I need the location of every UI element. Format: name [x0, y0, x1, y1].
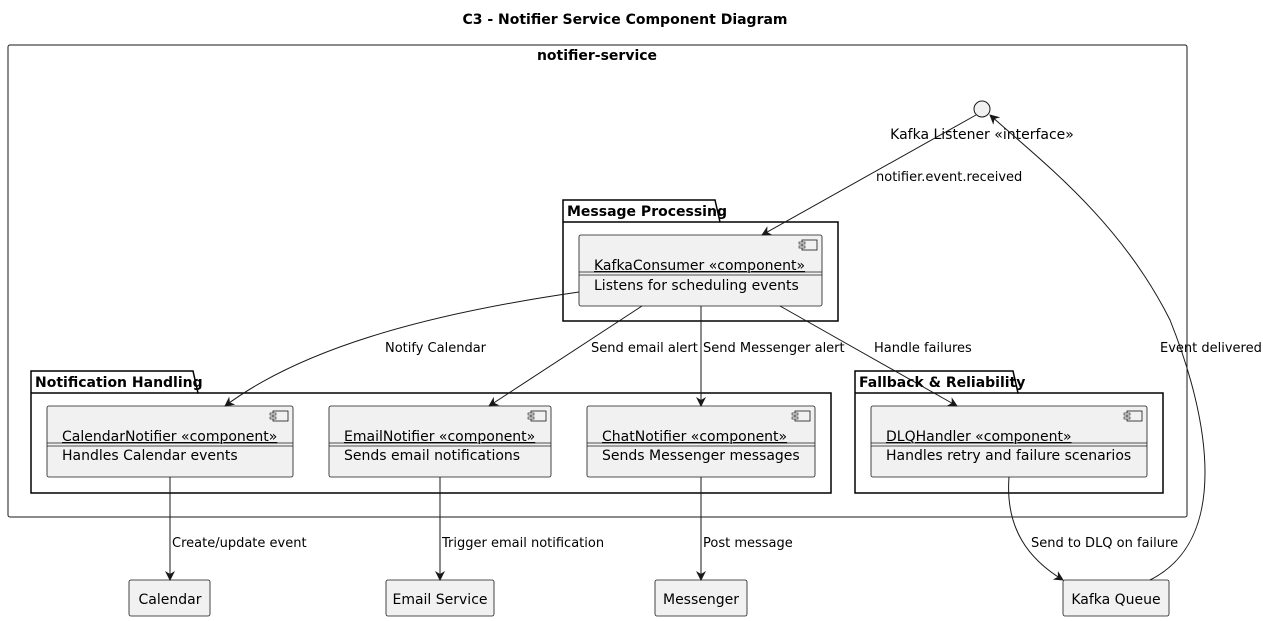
edge-handle-failures: Handle failures [779, 305, 972, 407]
external-kafka-queue[interactable]: Kafka Queue [1062, 579, 1170, 617]
boundary-label: notifier-service [537, 48, 657, 64]
component-icon [1123, 410, 1143, 422]
component-dlq-handler[interactable]: DLQHandler «component» Handles retry and… [870, 405, 1148, 478]
component-name: DLQHandler «component» [886, 429, 1072, 445]
edge-label: Notify Calendar [385, 341, 487, 356]
component-description: Handles retry and failure scenarios [886, 448, 1131, 464]
package-fallback-reliability: Fallback & Reliability [854, 370, 1164, 494]
component-name: ChatNotifier «component» [602, 429, 787, 445]
package-label: Fallback & Reliability [859, 375, 1025, 391]
edge-label: Handle failures [874, 341, 972, 356]
external-messenger[interactable]: Messenger [654, 579, 748, 617]
package-label: Message Processing [567, 204, 727, 220]
package-message-processing: Message Processing [562, 199, 839, 322]
edge-notify-calendar: Notify Calendar [224, 291, 580, 407]
notifier-service-boundary: notifier-service [7, 44, 1188, 518]
interface-label: Kafka Listener «interface» [890, 127, 1074, 143]
external-label: Messenger [663, 592, 739, 608]
component-description: Listens for scheduling events [594, 278, 799, 294]
external-calendar[interactable]: Calendar [128, 579, 211, 617]
component-email-notifier[interactable]: EmailNotifier «component» Sends email no… [328, 405, 552, 478]
component-kafka-consumer[interactable]: KafkaConsumer «component» Listens for sc… [578, 234, 823, 307]
component-calendar-notifier[interactable]: CalendarNotifier «component» Handles Cal… [46, 405, 294, 478]
component-chat-notifier[interactable]: ChatNotifier «component» Sends Messenger… [586, 405, 816, 478]
external-label: Kafka Queue [1071, 592, 1160, 608]
component-description: Handles Calendar events [62, 448, 238, 464]
edge-label: Send email alert [591, 341, 698, 356]
component-description: Sends Messenger messages [602, 448, 800, 464]
edge-label: Post message [703, 536, 793, 551]
edge-label: Send to DLQ on failure [1031, 536, 1178, 551]
edge-send-messenger-alert: Send Messenger alert [696, 306, 845, 407]
edge-post-message: Post message [696, 477, 793, 581]
component-icon [269, 410, 289, 422]
edge-trigger-email: Trigger email notification [435, 477, 604, 581]
edge-create-update-event: Create/update event [165, 477, 307, 581]
edge-label: notifier.event.received [876, 170, 1022, 185]
external-label: Calendar [139, 592, 202, 608]
kafka-listener-interface[interactable]: Kafka Listener «interface» [890, 100, 1074, 143]
external-label: Email Service [392, 592, 487, 608]
edge-label: Trigger email notification [441, 536, 604, 551]
edge-event-delivered: Event delivered [989, 114, 1262, 581]
external-email-service[interactable]: Email Service [385, 579, 495, 617]
edge-label: Send Messenger alert [703, 341, 845, 356]
package-label: Notification Handling [35, 375, 203, 391]
component-name: CalendarNotifier «component» [62, 429, 277, 445]
component-name: EmailNotifier «component» [344, 429, 535, 445]
component-name: KafkaConsumer «component» [594, 258, 805, 274]
package-notification-handling: Notification Handling [30, 370, 832, 494]
edge-label: Event delivered [1160, 341, 1262, 356]
edge-send-email-alert: Send email alert [488, 305, 698, 407]
edge-event-received: notifier.event.received [761, 114, 1022, 236]
component-description: Sends email notifications [344, 448, 520, 464]
edge-send-to-dlq: Send to DLQ on failure [1008, 476, 1178, 581]
component-icon [527, 410, 547, 422]
diagram-title: C3 - Notifier Service Component Diagram [462, 12, 787, 28]
component-icon [798, 239, 818, 251]
component-icon [791, 410, 811, 422]
edge-label: Create/update event [172, 536, 307, 551]
